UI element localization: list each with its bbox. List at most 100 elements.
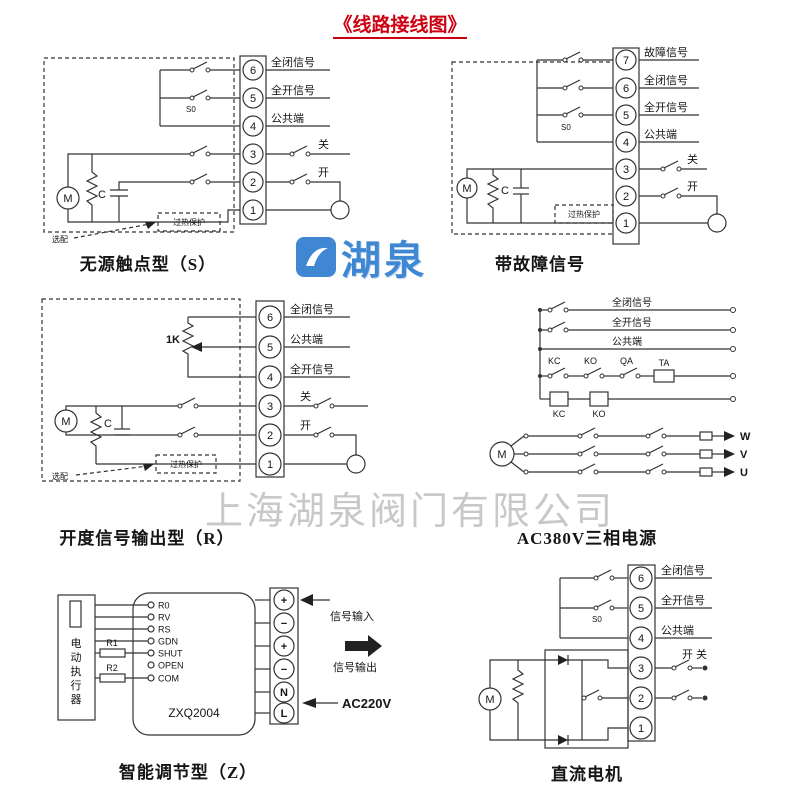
p3-potentiometer-label: 1K <box>166 334 180 346</box>
p1-terminal-4: 4 <box>250 121 256 133</box>
p5-actuator-component <box>69 600 82 628</box>
p1-capacitor <box>110 181 190 222</box>
p2-label-s0: S0 <box>561 123 571 132</box>
p4-kc-coil <box>549 391 569 407</box>
p5-terminal-l: L <box>281 708 288 720</box>
p1-overheat-protection-box <box>157 212 221 232</box>
p2-signal-labels: 故障信号 全闭信号 全开信号 公共端 <box>639 45 699 143</box>
p1-optional-label: 选配 <box>52 234 68 244</box>
p2-terminal-6: 6 <box>623 83 629 95</box>
p5-actuator-char: 器 <box>71 693 82 706</box>
p1-optional-note: 选配 <box>52 222 156 244</box>
caption-opening-signal-output: 开度信号输出型（R） <box>59 529 235 548</box>
p2-terminal-7: 7 <box>623 55 629 67</box>
p1-indicator-lamp <box>330 200 350 220</box>
p2-label-fault-signal: 故障信号 <box>644 45 688 59</box>
p3-overheat-protection-label: 过热保护 <box>170 459 202 469</box>
p2-overheat-protection-label: 过热保护 <box>568 209 600 219</box>
p6-terminal-2: 2 <box>638 693 644 705</box>
p3-capacitor-label: C <box>104 418 112 430</box>
panel-opening-signal-output: 6 5 4 3 2 1 全闭信号 公共端 全开信号 关 开 1K <box>41 298 368 482</box>
p4-relay-contact-row: KC KO QA TA <box>540 356 736 383</box>
p2-resistor <box>486 169 500 223</box>
brand-logo-text: 湖泉 <box>341 238 427 283</box>
p1-signal-labels: 全闭信号 全开信号 公共端 <box>266 55 330 127</box>
p3-optional-label: 选配 <box>52 471 68 481</box>
p6-terminal-6: 6 <box>638 573 644 585</box>
p5-pin-rv: RV <box>158 613 170 623</box>
p6-rectifier-box <box>544 649 629 749</box>
p3-enclosure-box <box>41 298 241 482</box>
p4-label-ta-element: TA <box>659 358 670 368</box>
p6-open-close-switches: 开 关 <box>655 647 708 701</box>
p5-interface-wiring: R1 R2 <box>95 604 148 683</box>
panel-dc-motor: 6 5 4 3 2 1 全闭信号 全开信号 公共端 开 关 S <box>478 563 712 749</box>
p3-potentiometer: 1K <box>166 316 256 378</box>
p5-resistor-r2 <box>99 673 126 683</box>
p4-label-kc-contact: KC <box>548 356 561 366</box>
p4-ko-coil <box>589 391 609 407</box>
p2-terminal-strip: 7 6 5 4 3 2 1 <box>612 47 640 245</box>
p6-motor-label: M <box>485 694 494 706</box>
p1-capacitor-label: C <box>98 189 106 201</box>
p1-open-close-circuit: 关 开 <box>266 137 350 220</box>
p1-internal-circuit: S0 M C 过热保护 <box>56 61 240 232</box>
p4-motor-power-circuit: M W V <box>489 427 751 479</box>
panel-passive-contact-type: 6 5 4 3 2 1 全闭信号 全开信号 公共端 关 开 <box>43 55 350 244</box>
p5-module-model: ZXQ2004 <box>168 706 220 720</box>
panel-intelligent-regulation: 电 动 执 行 器 R1 R2 R0 RV RS GDN SHUT OPEN C… <box>57 587 391 736</box>
p6-terminal-1: 1 <box>638 723 644 735</box>
p4-label-fully-open-signal: 全开信号 <box>612 316 652 329</box>
caption-intelligent-regulation: 智能调节型（Z） <box>118 763 258 782</box>
p3-resistor <box>89 406 103 464</box>
p5-pin-com: COM <box>158 674 179 684</box>
p2-capacitor <box>513 169 529 223</box>
p1-label-close: 关 <box>318 137 329 151</box>
p2-label-common: 公共端 <box>644 128 677 141</box>
p6-label-common: 公共端 <box>661 624 694 637</box>
p6-terminal-strip: 6 5 4 3 2 1 <box>627 564 656 742</box>
p5-label-ac220v: AC220V <box>342 696 391 711</box>
p3-signal-labels: 全闭信号 公共端 全开信号 <box>284 302 350 378</box>
p5-label-signal-input: 信号输入 <box>330 609 374 623</box>
panel-ac380v-three-phase: 全闭信号 全开信号 公共端 KC KO QA TA KC KO <box>489 296 751 479</box>
p4-label-ko-contact: KO <box>584 356 597 366</box>
p3-label-close: 关 <box>300 389 311 403</box>
p3-terminal-6: 6 <box>267 312 273 324</box>
p1-terminal-1: 1 <box>250 205 256 217</box>
p4-label-u: U <box>740 467 748 479</box>
p1-label-s0: S0 <box>186 105 196 114</box>
p4-label-kc-coil: KC <box>553 409 566 419</box>
p5-actuator-char: 电 <box>71 637 82 650</box>
p2-indicator-lamp <box>707 213 727 233</box>
p5-label-r2: R2 <box>106 663 118 673</box>
p1-label-common: 公共端 <box>271 112 304 125</box>
page-title: 《线路接线图》 <box>0 10 800 39</box>
p5-actuator-char: 行 <box>71 679 82 692</box>
p3-capacitor <box>114 406 130 436</box>
p3-label-common: 公共端 <box>290 333 323 346</box>
p2-label-fully-closed-signal: 全闭信号 <box>644 73 688 87</box>
caption-dc-motor: 直流电机 <box>551 765 623 784</box>
p3-terminal-5: 5 <box>267 342 273 354</box>
p2-overheat-protection-box <box>554 204 614 224</box>
p4-coil-row: KC KO <box>540 391 736 419</box>
p3-label-open: 开 <box>300 420 311 432</box>
p3-indicator-lamp <box>346 454 366 474</box>
p3-terminal-1: 1 <box>267 459 273 471</box>
p1-label-open: 开 <box>318 167 329 179</box>
p2-internal-circuit: S0 M C 过热保护 <box>456 51 614 224</box>
p5-actuator-char: 动 <box>71 651 82 664</box>
p5-label-signal-output: 信号输出 <box>333 660 377 674</box>
p6-motor-circuit: M <box>478 649 629 749</box>
caption-ac380v: AC380V三相电源 <box>516 529 658 548</box>
panel-with-fault-signal: 7 6 5 4 3 2 1 故障信号 全闭信号 全开信号 公共端 关 开 <box>451 45 727 245</box>
p4-label-qa-contact: QA <box>620 356 633 366</box>
p6-terminal-3: 3 <box>638 663 644 675</box>
p6-label-open-close: 开 关 <box>682 647 707 661</box>
p6-label-s0: S0 <box>592 615 602 624</box>
p6-limit-switches: S0 <box>559 569 628 639</box>
p3-terminal-4: 4 <box>267 372 273 384</box>
p5-terminal-minus-out: − <box>281 664 287 676</box>
p5-terminal-n: N <box>280 687 288 699</box>
